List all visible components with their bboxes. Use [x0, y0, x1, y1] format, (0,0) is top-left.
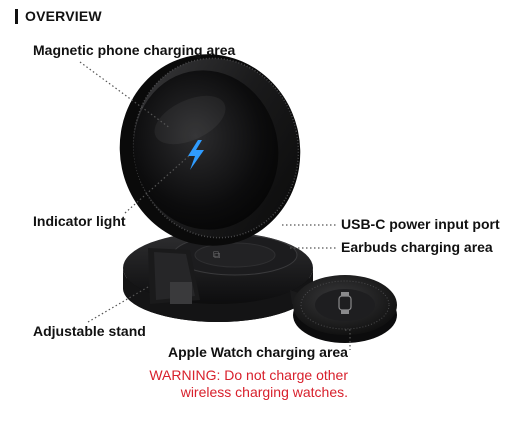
leader-lines — [79, 61, 351, 350]
label-adjustable-stand: Adjustable stand — [33, 323, 146, 339]
watch-icon — [338, 292, 352, 314]
label-usbc-power-input-port: USB-C power input port — [341, 216, 500, 232]
label-earbuds-charging-area: Earbuds charging area — [341, 239, 493, 255]
warning-text: WARNING: Do not charge other wireless ch… — [130, 367, 348, 401]
section-header-bar — [15, 8, 18, 24]
warning-line-2: wireless charging watches. — [180, 384, 348, 400]
leader-watch — [345, 329, 351, 350]
warning-line-1: WARNING: Do not charge other — [149, 367, 348, 383]
watch-charger-puck — [293, 275, 397, 343]
leader-indicator — [124, 154, 191, 214]
lightning-icon — [188, 140, 204, 170]
svg-text:⧉: ⧉ — [213, 250, 220, 261]
label-apple-watch-charging-area: Apple Watch charging area — [168, 344, 348, 360]
label-magnetic-phone-charging-area: Magnetic phone charging area — [33, 42, 236, 58]
phone-charging-pad — [119, 54, 301, 246]
section-header: OVERVIEW — [15, 8, 102, 24]
leader-magnetic — [79, 61, 171, 129]
stand-hinge — [148, 248, 200, 304]
label-indicator-light: Indicator light — [33, 213, 126, 229]
section-title: OVERVIEW — [25, 8, 102, 24]
